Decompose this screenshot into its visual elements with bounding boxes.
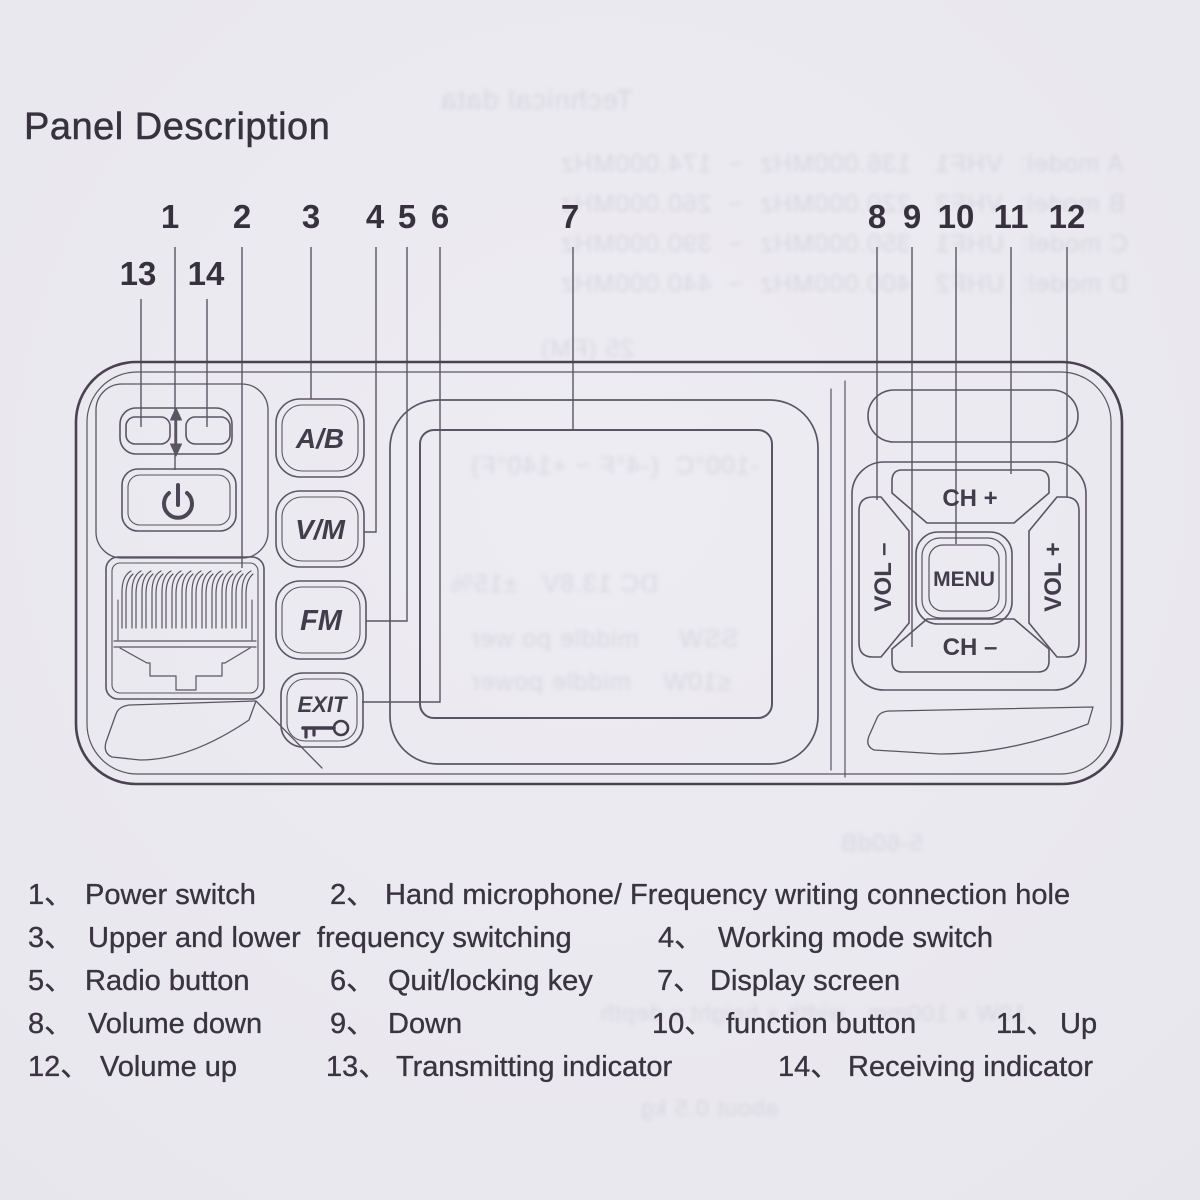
radio-body xyxy=(74,360,1124,786)
vol-down-button-label: VOL – xyxy=(870,543,897,612)
callout-number-2: 2 xyxy=(232,198,252,235)
vm-button-label: V/M xyxy=(295,514,345,545)
legend-item-label: Receiving indicator xyxy=(848,1051,1094,1083)
display-bezel xyxy=(389,399,819,765)
menu-button xyxy=(915,531,1013,625)
vol-up-button xyxy=(1028,496,1080,658)
left-panel xyxy=(95,383,269,559)
dpad-cluster xyxy=(851,461,1087,691)
legend-item-number: 13、 xyxy=(326,1051,388,1083)
legend-item-number: 1、 xyxy=(28,879,74,911)
callout-number-5: 5 xyxy=(397,198,417,235)
ch-down-button-label: CH – xyxy=(943,634,998,661)
fm-button-label: FM xyxy=(300,605,343,637)
callout-line-4 xyxy=(364,247,377,533)
transmit-indicator xyxy=(125,416,171,445)
callout-number-8: 8 xyxy=(867,198,887,235)
exit-button xyxy=(280,672,364,748)
legend-item-number: 6、 xyxy=(330,965,376,997)
ab-button xyxy=(275,398,365,478)
callout-lines xyxy=(140,247,1068,703)
updown-arrow-icon xyxy=(170,407,182,457)
callout-number-9: 9 xyxy=(902,198,922,235)
callout-line-5 xyxy=(366,247,408,622)
callout-number-13: 13 xyxy=(119,255,157,292)
power-button xyxy=(121,468,237,532)
ab-button-label: A/B xyxy=(295,423,344,454)
callout-number-3: 3 xyxy=(301,198,321,235)
legend-item-number: 11、 xyxy=(996,1008,1056,1040)
ch-down-button xyxy=(891,618,1050,673)
legend-item-label: Display screen xyxy=(710,965,901,997)
callout-line-6 xyxy=(362,247,441,703)
legend-item-label: Volume up xyxy=(100,1051,238,1083)
mic-jack-notch xyxy=(119,647,251,691)
legend-item-number: 3、 xyxy=(28,922,74,954)
callout-number-14: 14 xyxy=(187,255,225,292)
vm-button xyxy=(275,490,365,568)
ch-up-button-label: CH + xyxy=(942,485,997,512)
callout-number-10: 10 xyxy=(937,198,975,235)
callout-number-6: 6 xyxy=(430,198,450,235)
legend-item-label: function button xyxy=(726,1008,917,1040)
ch-up-button xyxy=(891,469,1050,524)
power-icon xyxy=(162,483,194,520)
legend-item-label: Upper and lower frequency switching xyxy=(88,922,572,954)
menu-button-label: MENU xyxy=(933,568,995,591)
display-screen xyxy=(419,429,773,719)
legend-item-number: 5、 xyxy=(28,965,74,997)
vol-up-button-label: VOL + xyxy=(1040,542,1067,612)
right-top-bar xyxy=(867,389,1079,443)
callout-number-7: 7 xyxy=(560,198,580,235)
vol-down-button xyxy=(858,496,910,658)
legend-item-label: Down xyxy=(388,1008,463,1040)
legend-item-label: Power switch xyxy=(85,879,256,911)
legend-item-number: 14、 xyxy=(778,1051,840,1083)
fm-button xyxy=(275,580,367,660)
exit-button-label: EXIT xyxy=(298,692,348,717)
mic-pin-comb xyxy=(121,570,254,629)
legend-item-number: 9、 xyxy=(330,1008,376,1040)
legend-item-label: Transmitting indicator xyxy=(396,1051,673,1083)
legend-item-label: Volume down xyxy=(88,1008,263,1040)
callout-number-11: 11 xyxy=(993,198,1029,235)
legend-item-label: Working mode switch xyxy=(718,922,994,954)
legend-item-label: Quit/locking key xyxy=(388,965,593,997)
callout-number-4: 4 xyxy=(365,198,385,235)
right-vent xyxy=(867,706,1094,755)
legend-item-number: 2、 xyxy=(330,879,376,911)
legend-item-number: 4、 xyxy=(658,922,704,954)
legend-item-label: Up xyxy=(1060,1008,1098,1040)
legend-item-label: Radio button xyxy=(85,965,250,997)
receive-indicator xyxy=(185,416,231,445)
callout-number-1: 1 xyxy=(160,198,180,235)
left-vent xyxy=(104,700,323,769)
legend-item-label: Hand microphone/ Frequency writing conne… xyxy=(385,879,1071,911)
legend-item-number: 12、 xyxy=(28,1051,90,1083)
mic-pins xyxy=(121,570,254,629)
legend-item-number: 8、 xyxy=(28,1008,74,1040)
legend-item-number: 10、 xyxy=(652,1008,714,1040)
section-divider-lines xyxy=(830,380,846,778)
key-icon xyxy=(301,719,350,739)
radio-body-inner-line xyxy=(86,371,1112,775)
callout-number-12: 12 xyxy=(1048,198,1086,235)
legend-item-number: 7、 xyxy=(657,965,703,997)
page-title: Panel Description xyxy=(24,106,331,149)
mic-connector xyxy=(105,556,265,700)
